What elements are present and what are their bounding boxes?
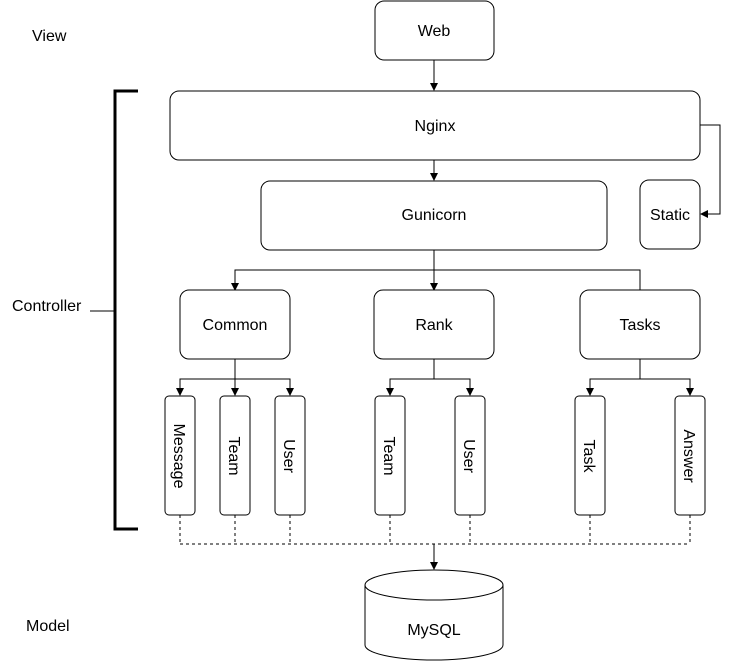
module-label: Team [225, 436, 242, 475]
nginx-label: Nginx [415, 118, 456, 135]
module-label: User [280, 439, 297, 473]
arrowhead [386, 388, 394, 396]
web-label: Web [418, 23, 451, 40]
static-node [639, 179, 701, 250]
layer-label-view: View [32, 28, 67, 45]
mysql-cylinder-body [364, 585, 504, 661]
edge-tasks-branches [589, 378, 691, 389]
arrowhead [286, 388, 294, 396]
module-label: Message [170, 424, 187, 489]
layer-label-controller: Controller [12, 298, 82, 315]
arrowhead [231, 283, 239, 291]
arrowhead [176, 388, 184, 396]
module-label: Task [580, 440, 597, 474]
controller-bracket [113, 89, 138, 531]
arrowhead [430, 173, 438, 181]
arrowhead [686, 388, 694, 396]
arrowhead [430, 283, 438, 291]
arrowhead [430, 83, 438, 91]
tasks-label: Tasks [620, 317, 661, 334]
mysql-label: MySQL [407, 622, 460, 639]
module-label: Team [380, 436, 397, 475]
arrowhead [586, 388, 594, 396]
edge-common-branches [179, 378, 291, 389]
gunicorn-label: Gunicorn [402, 207, 467, 224]
arrowhead [700, 210, 708, 218]
arrowhead [430, 562, 438, 570]
edge-nginx-static [700, 124, 721, 215]
static-label: Static [650, 207, 690, 224]
edge-gunicorn-common-tasks [234, 269, 641, 290]
mysql-cylinder-top [364, 569, 504, 601]
arrowhead [231, 388, 239, 396]
arrowhead [466, 388, 474, 396]
edge-rank-branches [389, 378, 471, 389]
layer-label-model: Model [26, 618, 70, 635]
common-label: Common [203, 317, 268, 334]
rank-label: Rank [415, 317, 453, 334]
module-label: User [460, 439, 477, 473]
module-label: Answer [680, 429, 697, 483]
